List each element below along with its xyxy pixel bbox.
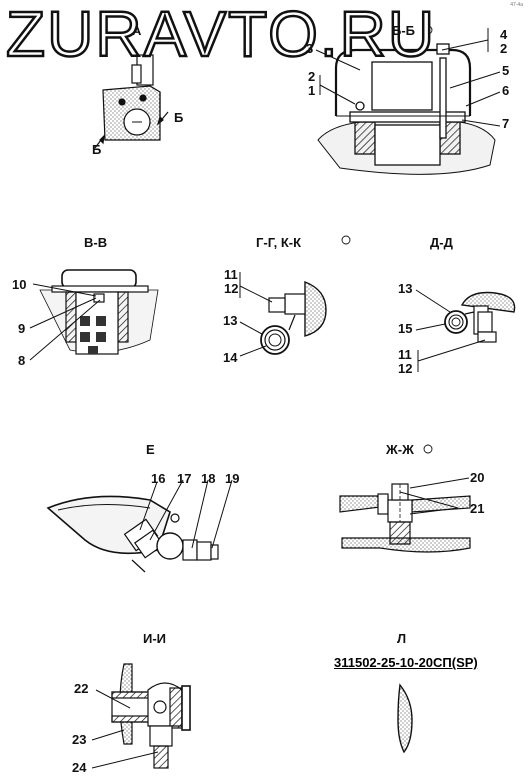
- callout-2-right: 2: [500, 41, 508, 56]
- callout-20: 20: [470, 470, 485, 485]
- view-a-bracket: [94, 54, 169, 149]
- callout-24: 24: [72, 760, 87, 775]
- callout-8: 8: [18, 353, 26, 368]
- callout-19: 19: [225, 471, 240, 486]
- view-bb-marker-circle: [423, 25, 433, 35]
- callout-12-dd: 12: [398, 361, 413, 376]
- section-arrow-letter-left: Б: [92, 142, 102, 157]
- callout-9: 9: [18, 321, 26, 336]
- view-l-part: [397, 683, 413, 754]
- view-gg-marker-circle: [341, 235, 351, 245]
- callout-3: 3: [306, 41, 314, 56]
- callout-7: 7: [502, 116, 510, 131]
- view-title-a: А: [132, 23, 142, 38]
- view-e-assembly: [46, 495, 219, 573]
- section-arrow-letter-right: Б: [174, 110, 184, 125]
- callout-4: 4: [500, 27, 508, 42]
- view-gg-section: [260, 280, 327, 355]
- view-zhzh-section: [339, 483, 471, 553]
- view-vv-section: [39, 269, 159, 355]
- callout-13-gg: 13: [223, 313, 238, 328]
- corner-note: 47-4а: [510, 2, 523, 8]
- view-dd-section: [444, 291, 516, 343]
- view-ii-section: [111, 663, 191, 769]
- callout-21: 21: [470, 501, 485, 516]
- view-zhzh-marker-circle: [423, 444, 433, 454]
- document-code: 311502-25-10-20СП(SP): [334, 655, 478, 670]
- callout-23: 23: [72, 732, 87, 747]
- view-title-zhzh: Ж-Ж: [386, 442, 414, 457]
- view-title-e: Е: [146, 442, 155, 457]
- view-title-dd: Д-Д: [430, 235, 453, 250]
- view-title-bb: Б-Б: [392, 23, 416, 38]
- callout-1: 1: [308, 83, 316, 98]
- callout-5: 5: [502, 63, 510, 78]
- callout-11-gg: 11: [224, 267, 238, 282]
- view-title-ii: И-И: [143, 631, 167, 646]
- leader-lines: [29, 28, 501, 769]
- view-title-vv: В-В: [84, 235, 108, 250]
- callout-18: 18: [201, 471, 216, 486]
- view-title-gg-kk: Г-Г, К-К: [256, 235, 302, 250]
- callout-6: 6: [502, 83, 510, 98]
- callout-11-dd: 11: [398, 347, 412, 362]
- callout-12-gg: 12: [224, 281, 239, 296]
- callout-2-left: 2: [308, 69, 316, 84]
- watermark-text: ZURAVTO.RU: [5, 0, 437, 70]
- callout-14: 14: [223, 350, 238, 365]
- callout-13-dd: 13: [398, 281, 413, 296]
- callout-15: 15: [398, 321, 413, 336]
- callout-17: 17: [177, 471, 192, 486]
- callout-16: 16: [151, 471, 166, 486]
- view-title-l: Л: [397, 631, 407, 646]
- callout-10: 10: [12, 277, 27, 292]
- view-bb-section: [317, 43, 496, 175]
- callout-22: 22: [74, 681, 89, 696]
